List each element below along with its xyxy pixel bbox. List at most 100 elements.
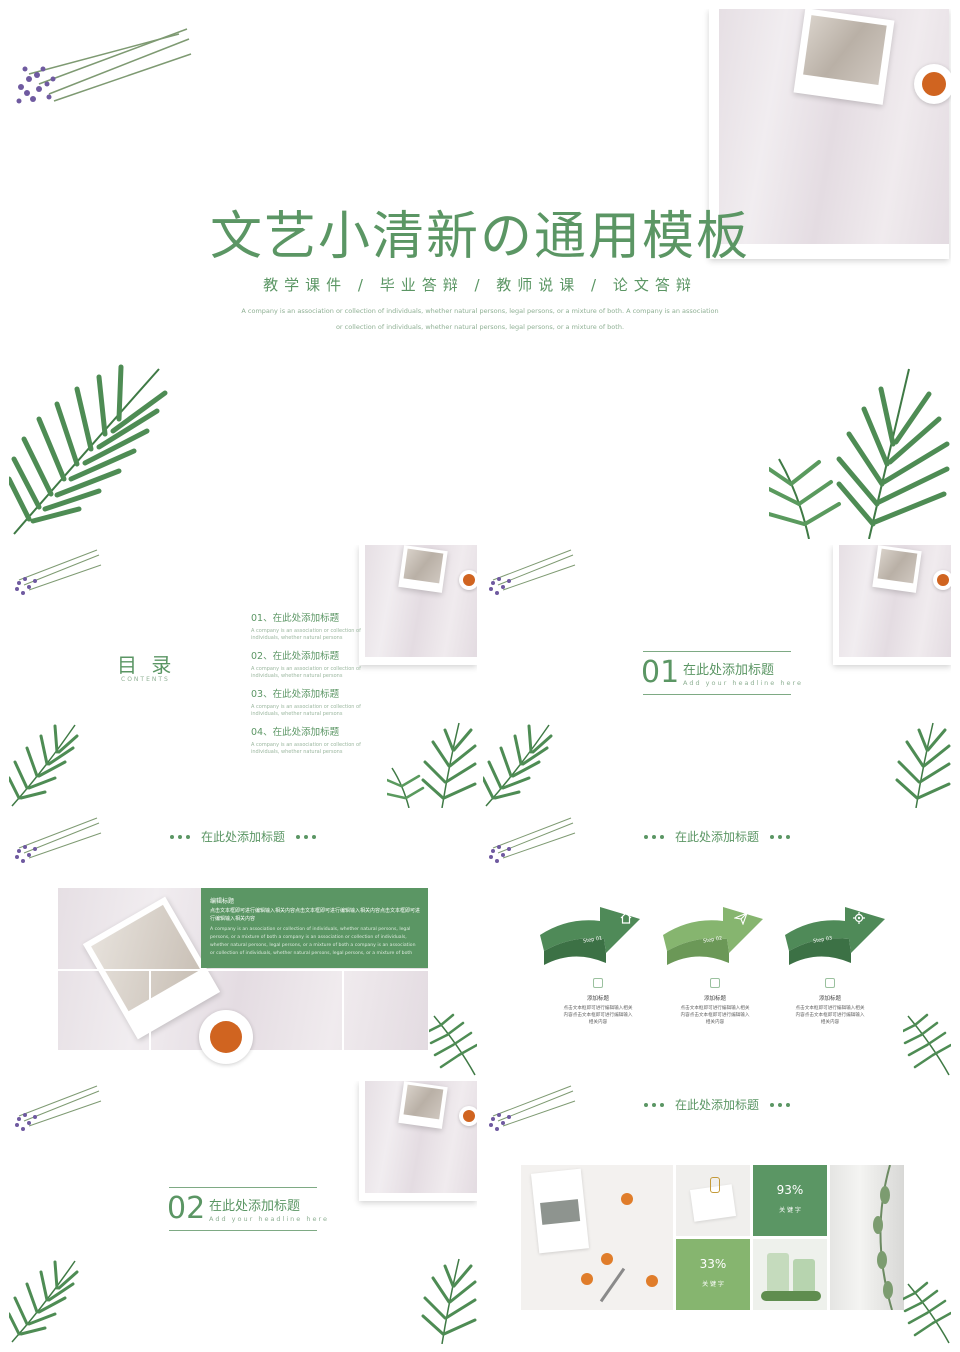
toc-item-desc: A company is an association or collectio… — [251, 742, 361, 755]
step-text: 点击文本框即可进行编辑输入相关内容点击文本框即可进行编辑输入相关内容 — [795, 1006, 865, 1025]
hexagon-icon — [710, 978, 720, 988]
tea-cup — [933, 570, 951, 590]
toc-subtitle: CONTENTS — [121, 676, 170, 683]
hexagon-icon — [593, 978, 603, 988]
cover-desc-1: A company is an association or collectio… — [241, 307, 719, 315]
paper-plane-icon — [734, 912, 748, 925]
palm-leaf-icon — [903, 1281, 951, 1344]
polaroid — [872, 545, 922, 593]
gear-icon — [853, 912, 865, 924]
lavender-icon — [15, 1085, 102, 1131]
section-sub: Add your headline here — [683, 679, 804, 687]
photo-frame — [709, 9, 951, 259]
step-caption: 添加标题 点击文本框即可进行编辑输入相关内容点击文本框即可进行编辑输入相关内容 — [680, 978, 750, 1026]
slide-header-text: 在此处添加标题 — [674, 830, 759, 844]
lavender-icon — [15, 817, 102, 863]
tea-cup — [459, 570, 477, 590]
stat-value: 33% — [699, 1257, 727, 1271]
palm-leaf-icon — [429, 1013, 477, 1076]
section-rule-bottom — [169, 1230, 317, 1231]
step-caption: 添加标题 点击文本框即可进行编辑输入相关内容点击文本框即可进行编辑输入相关内容 — [563, 978, 633, 1026]
text-box-en: A company is an association or collectio… — [210, 927, 416, 956]
step-title: 添加标题 — [703, 996, 726, 1002]
drink-photo — [753, 1239, 827, 1310]
section-rule-top — [169, 1187, 317, 1188]
arrow-step-1 — [540, 907, 640, 965]
section-rule-top — [643, 651, 791, 652]
content-slide-7: 在此处添加标题 93% 关 键 字 33% 关 键 字 — [483, 1081, 951, 1344]
step-title: 添加标题 — [818, 996, 841, 1002]
polaroid — [398, 1081, 448, 1129]
toc-item[interactable]: 02、在此处添加标题 A company is an association o… — [251, 648, 381, 680]
plant-shadow-photo — [830, 1164, 904, 1311]
stat-label: 关 键 字 — [702, 1281, 724, 1288]
tea-cup — [459, 1106, 477, 1126]
palm-leaf-icon — [421, 1258, 477, 1344]
toc-item-label: 03、在此处添加标题 — [251, 689, 340, 700]
cover-desc-2: or collection of individuals, whether na… — [335, 323, 625, 331]
section-02-slide: 02 在此处添加标题 Add your headline here — [9, 1081, 477, 1344]
photo-frame — [833, 545, 951, 665]
section-title: 在此处添加标题 — [683, 663, 775, 678]
photo-frame — [359, 1081, 477, 1201]
desk-photo — [521, 1165, 673, 1310]
content-slide-4: 在此处添加标题 编辑标题 点击文本框即可进行编辑输入相关内容点击文本框即可进行编… — [9, 813, 477, 1076]
cover-subtitle: 教学课件 / 毕业答辩 / 教师说课 / 论文答辩 — [263, 276, 697, 294]
polaroid — [793, 9, 895, 105]
toc-item-label: 01、在此处添加标题 — [251, 613, 340, 624]
stat-card: 33% 关 键 字 — [676, 1239, 750, 1310]
text-box: 编辑标题 点击文本框即可进行编辑输入相关内容点击文本框即可进行编辑输入相关内容点… — [201, 888, 428, 968]
step-caption: 添加标题 点击文本框即可进行编辑输入相关内容点击文本框即可进行编辑输入相关内容 — [795, 978, 865, 1026]
photo-frame — [359, 545, 477, 665]
toc-item[interactable]: 01、在此处添加标题 A company is an association o… — [251, 610, 381, 642]
palm-leaf-icon — [9, 1260, 79, 1343]
toc-item[interactable]: 04、在此处添加标题 A company is an association o… — [251, 724, 381, 756]
arrow-step-3 — [785, 907, 885, 965]
hexagon-icon — [825, 978, 835, 988]
slide-header-text: 在此处添加标题 — [674, 1098, 759, 1112]
grid-line — [149, 969, 151, 1050]
content-slide-5: 在此处添加标题 Step 01 Step 02 Step 03 添加标题 点击文… — [483, 813, 951, 1076]
toc-item[interactable]: 03、在此处添加标题 A company is an association o… — [251, 686, 381, 718]
stat-label: 关 键 字 — [779, 1207, 801, 1214]
lavender-icon — [16, 28, 192, 104]
slide-header-text: 在此处添加标题 — [200, 830, 285, 844]
palm-leaf-icon — [483, 724, 553, 807]
toc-item-label: 02、在此处添加标题 — [251, 651, 340, 662]
stat-card: 93% 关 键 字 — [753, 1165, 827, 1236]
paper-clip-photo — [676, 1165, 750, 1236]
grid-line — [342, 969, 344, 1050]
toc-item-desc: A company is an association or collectio… — [251, 704, 361, 717]
section-title: 在此处添加标题 — [209, 1199, 301, 1214]
toc-title: 目 录 — [117, 653, 176, 677]
text-box-title: 编辑标题 — [210, 898, 235, 905]
section-01-slide: 01 在此处添加标题 Add your headline here — [483, 545, 951, 808]
cover-slide: 文艺小清新の通用模板 教学课件 / 毕业答辩 / 教师说课 / 论文答辩 A c… — [9, 9, 951, 539]
polaroid — [398, 545, 448, 593]
lavender-icon — [15, 549, 102, 595]
palm-leaf-icon — [895, 722, 951, 808]
lavender-icon — [489, 817, 576, 863]
arrow-step-2 — [663, 907, 763, 965]
tea-cup — [199, 1010, 253, 1064]
palm-leaf-icon — [9, 364, 168, 535]
slide-header: 在此处添加标题 — [483, 826, 951, 845]
slide-header: 在此处添加标题 — [483, 1094, 951, 1113]
stat-value: 93% — [776, 1183, 804, 1197]
lavender-icon — [489, 549, 576, 595]
section-sub: Add your headline here — [209, 1215, 330, 1223]
step-title: 添加标题 — [586, 996, 609, 1002]
grid-line — [58, 969, 428, 971]
text-box-cn: 点击文本框即可进行编辑输入相关内容点击文本框即可进行编辑输入相关内容点击文本框即… — [210, 908, 421, 922]
palm-leaf-icon — [387, 722, 477, 808]
toc-item-desc: A company is an association or collectio… — [251, 628, 361, 641]
toc-item-label: 04、在此处添加标题 — [251, 727, 340, 738]
palm-leaf-icon — [769, 368, 950, 539]
section-rule-bottom — [643, 694, 791, 695]
palm-leaf-icon — [903, 1013, 951, 1076]
lavender-icon — [489, 1085, 576, 1131]
slide-header: 在此处添加标题 — [9, 826, 477, 845]
step-text: 点击文本框即可进行编辑输入相关内容点击文本框即可进行编辑输入相关内容 — [680, 1006, 750, 1025]
home-icon — [620, 912, 632, 924]
section-number: 01 — [641, 655, 680, 690]
